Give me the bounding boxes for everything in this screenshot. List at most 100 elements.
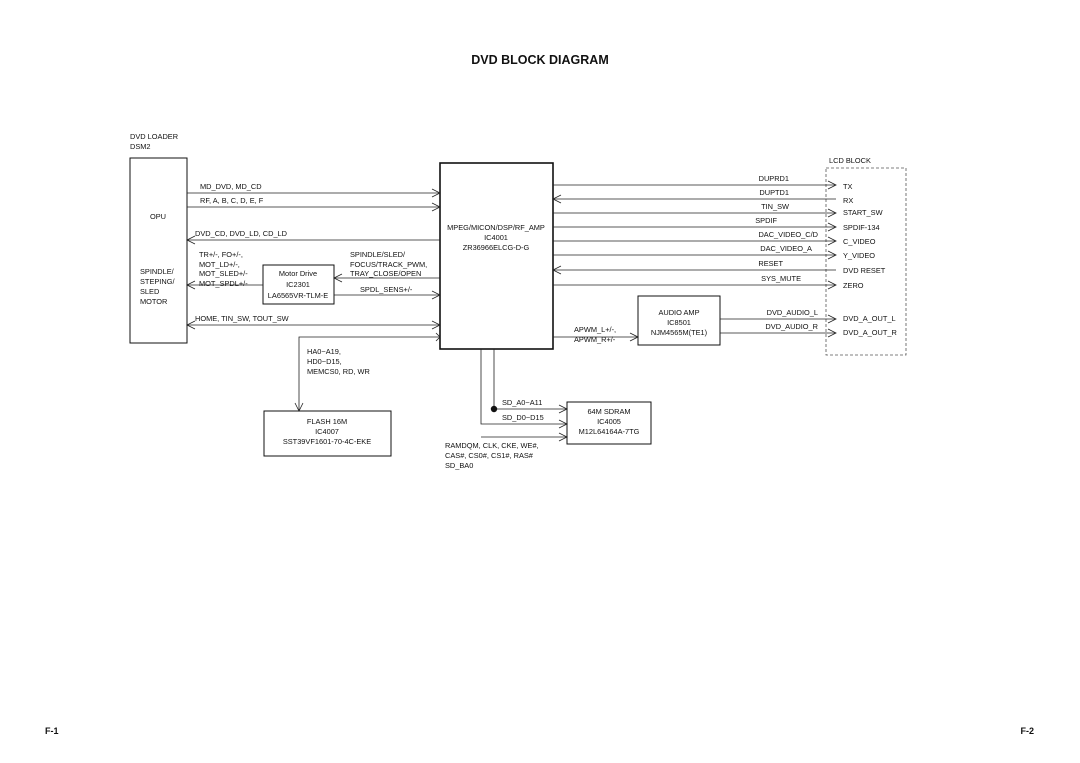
line-sdram-data xyxy=(480,349,567,425)
arrowhead-sdram-ctrl xyxy=(558,432,568,442)
arrowhead-reset xyxy=(552,265,562,275)
sdram-line3: M12L64164A-7TG xyxy=(579,427,640,436)
lcd-block-title: LCD BLOCK xyxy=(829,156,871,165)
flash-line2: IC4007 xyxy=(315,427,339,436)
signal-sd-a: SD_A0~A11 xyxy=(502,398,542,407)
motor-label-line3: SLED xyxy=(140,287,159,296)
audio-amp-line3: NJM4565M(TE1) xyxy=(651,328,707,337)
lcd-block xyxy=(825,167,907,356)
arrowhead-rf xyxy=(431,202,441,212)
arrowhead-dac-a xyxy=(827,250,837,260)
loader-header-line1: DVD LOADER xyxy=(130,132,178,141)
signal-rf: RF, A, B, C, D, E, F xyxy=(200,196,264,205)
arrowhead-motor-out xyxy=(186,280,196,290)
arrowhead-flash-ic xyxy=(435,332,441,342)
lcd-pin-dvd-a-out-l: DVD_A_OUT_L xyxy=(843,314,896,323)
flash-block xyxy=(263,410,392,457)
signal-spdif: SPDIF xyxy=(755,216,777,225)
signal-dvd-audio-r: DVD_AUDIO_R xyxy=(765,322,818,331)
signal-dac-a: DAC_VIDEO_A xyxy=(760,244,812,253)
dvd-loader-block xyxy=(129,157,188,344)
motor-label-line2: STEPING/ xyxy=(140,277,175,286)
lcd-pin-zero: ZERO xyxy=(843,281,864,290)
audio-amp-block xyxy=(637,295,721,346)
lcd-pin-rx: RX xyxy=(843,196,853,205)
arrowhead-dvd-cd xyxy=(186,235,196,245)
arrowhead-spdl-sens xyxy=(431,290,441,300)
signal-spdl-sens: SPDL_SENS+/- xyxy=(360,285,413,294)
page-number-right: F-2 xyxy=(1021,726,1035,736)
arrowhead-sdram-addr xyxy=(558,404,568,414)
arrowhead-md-dvd xyxy=(431,188,441,198)
signal-ha-line2: HD0~D15, xyxy=(307,357,342,366)
signal-md: MD_DVD, MD_CD xyxy=(200,182,262,191)
loader-header-line2: DSM2 xyxy=(130,142,151,151)
sdram-line1: 64M SDRAM xyxy=(587,407,630,416)
signal-spindle-line1: SPINDLE/SLED/ xyxy=(350,250,406,259)
junction-dot xyxy=(490,405,498,413)
lcd-pin-c-video: C_VIDEO xyxy=(843,237,876,246)
audio-amp-line1: AUDIO AMP xyxy=(658,308,699,317)
arrowhead-dac-cd xyxy=(827,236,837,246)
arrowhead-tin-sw xyxy=(827,208,837,218)
signal-apwm-line2: APWM_R+/- xyxy=(574,335,616,344)
arrowhead-spdif xyxy=(827,222,837,232)
connection-lines xyxy=(186,180,837,442)
sdram-block xyxy=(566,401,652,445)
sdram-line2: IC4005 xyxy=(597,417,621,426)
arrowhead-dvd-audio-l xyxy=(827,314,837,324)
motor-drive-line3: LA6565VR-TLM-E xyxy=(268,291,328,300)
signal-dvdcd: DVD_CD, DVD_LD, CD_LD xyxy=(195,229,287,238)
arrowhead-duptd1 xyxy=(552,194,562,204)
flash-line1: FLASH 16M xyxy=(307,417,347,426)
main-ic-line2: IC4001 xyxy=(484,233,508,242)
signal-duptd1: DUPTD1 xyxy=(759,188,789,197)
signal-ram-line3: SD_BA0 xyxy=(445,461,473,470)
signal-dvd-audio-l: DVD_AUDIO_L xyxy=(767,308,818,317)
signal-tr-line3: MOT_SLED+/- xyxy=(199,269,248,278)
main-ic-block xyxy=(439,162,554,350)
lcd-pin-start-sw: START_SW xyxy=(843,208,883,217)
lcd-pin-dvd-a-out-r: DVD_A_OUT_R xyxy=(843,328,897,337)
motor-drive-line2: IC2301 xyxy=(286,280,310,289)
flash-line3: SST39VF1601-70-4C-EKE xyxy=(283,437,371,446)
lcd-pin-spdif-134: SPDIF-134 xyxy=(843,223,880,232)
signal-tr-line2: MOT_LD+/-, xyxy=(199,260,240,269)
signal-spindle-line3: TRAY_CLOSE/OPEN xyxy=(350,269,421,278)
motor-label-line1: SPINDLE/ xyxy=(140,267,175,276)
line-flash-bus xyxy=(298,336,440,411)
arrowhead-dvd-audio-r xyxy=(827,328,837,338)
arrowhead-flash xyxy=(294,402,304,412)
lcd-pin-dvd-reset: DVD RESET xyxy=(843,266,886,275)
diagram-title: DVD BLOCK DIAGRAM xyxy=(471,53,609,67)
arrowhead-home-left xyxy=(186,320,196,330)
signal-home: HOME, TIN_SW, TOUT_SW xyxy=(195,314,289,323)
lcd-pin-tx: TX xyxy=(843,182,853,191)
signal-spindle-line2: FOCUS/TRACK_PWM, xyxy=(350,260,427,269)
arrowhead-home-right xyxy=(431,320,441,330)
signal-sys-mute: SYS_MUTE xyxy=(761,274,801,283)
audio-amp-line2: IC8501 xyxy=(667,318,691,327)
signal-duprd1: DUPRD1 xyxy=(759,174,789,183)
signal-tr-line1: TR+/-, FO+/-, xyxy=(199,250,243,259)
page-number-left: F-1 xyxy=(45,726,59,736)
arrowhead-duprd1 xyxy=(827,180,837,190)
signal-apwm-line1: APWM_L+/-, xyxy=(574,325,616,334)
signal-ha-line1: HA0~A19, xyxy=(307,347,341,356)
signal-ram-line1: RAMDQM, CLK, CKE, WE#, xyxy=(445,441,539,450)
signal-sd-d: SD_D0~D15 xyxy=(502,413,544,422)
motor-drive-line1: Motor Drive xyxy=(279,269,317,278)
signal-reset: RESET xyxy=(758,259,783,268)
motor-drive-block xyxy=(262,264,335,305)
signal-ram-line2: CAS#, CS0#, CS1#, RAS# xyxy=(445,451,534,460)
main-ic-line3: ZR36966ELCG-D-G xyxy=(463,243,530,252)
signal-tin-sw: TIN_SW xyxy=(761,202,789,211)
motor-label-line4: MOTOR xyxy=(140,297,167,306)
arrowhead-sys-mute xyxy=(827,280,837,290)
lcd-pin-y-video: Y_VIDEO xyxy=(843,251,875,260)
arrowhead-sdram-data xyxy=(558,419,568,429)
signal-ha-line3: MEMCS0, RD, WR xyxy=(307,367,370,376)
signal-tr-line4: MOT_SPDL+/- xyxy=(199,279,248,288)
opu-label: OPU xyxy=(150,212,166,221)
